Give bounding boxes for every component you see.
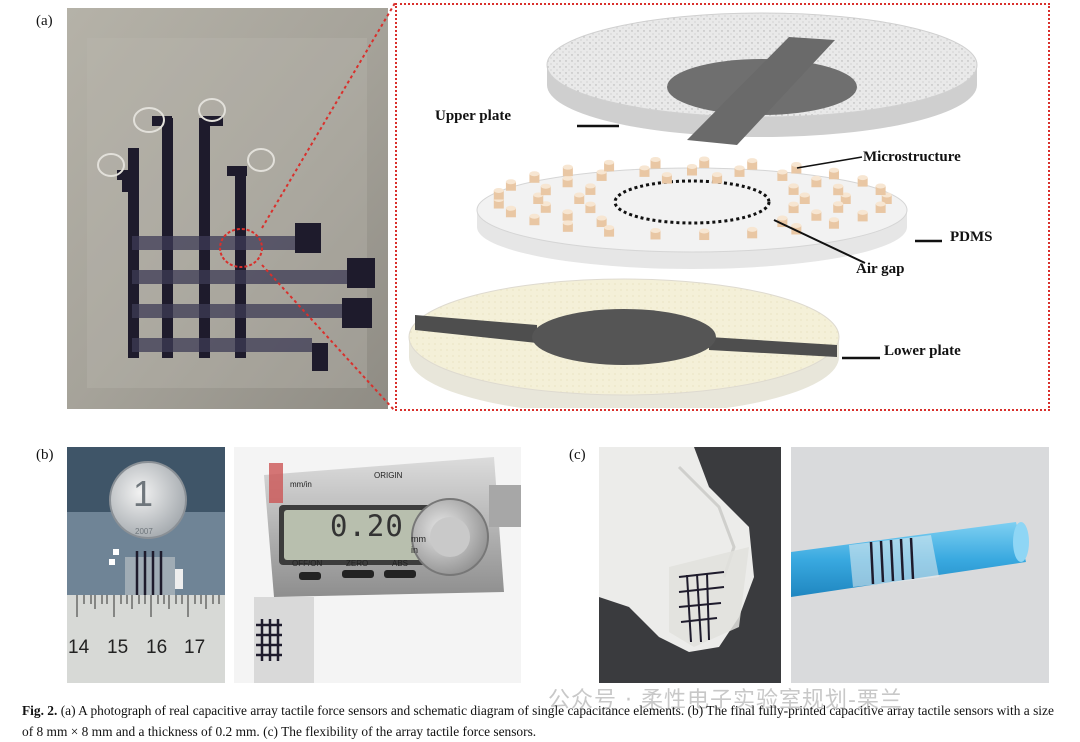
microstructure-pillar [828,167,839,180]
capacitor-schematic [408,12,978,415]
sensor-on-tube-photo [791,447,1049,683]
microstructure-pillar [699,156,710,168]
microstructure-pillars [493,156,892,241]
microstructure-pillar [788,201,799,214]
figure-caption: Fig. 2. (a) A photograph of real capacit… [22,700,1067,742]
microstructure-pillar [596,215,607,228]
upper-plate-disc [546,12,978,145]
ruler-number-16: 16 [146,637,168,658]
panel-c-letter: (c) [569,447,586,463]
pdms-disc [476,167,908,269]
microstructure-pillar [791,162,802,174]
microstructure-pillar [562,220,573,232]
microstructure-pillar [799,192,810,204]
microstructure-pillar [747,226,758,239]
coin-value: 1 [133,473,154,514]
microstructure-pillar [699,228,710,241]
microstructure-pillar [747,158,758,170]
microstructure-pillar [828,217,839,229]
microstructure-pillar [639,165,650,177]
lower-plate-label: Lower plate [884,343,961,359]
air-gap-label: Air gap [856,261,905,277]
coin-ruler-photo: 1 2007 14 15 16 17 [67,447,225,683]
microstructure-pillar [650,157,661,169]
microstructure-pillar [529,171,540,183]
microstructure-pillar [833,183,844,196]
caliper-reading: 0.20 [330,509,404,543]
caliper-abs-label: ABS [392,559,409,568]
microstructure-pillar [811,175,822,188]
ruler-number-15: 15 [107,637,129,658]
microstructure-pillar [687,164,697,176]
pdms-label: PDMS [950,229,993,245]
microstructure-pillar [734,165,745,177]
microstructure-pillar [712,172,723,184]
schematic-zoom-box: Upper plate Microstructure PDMS Air gap … [395,3,1050,415]
caliper-off-on-label: OFF/ON [292,559,323,568]
microstructure-pillar [777,215,788,228]
caliper-zero-label: ZERO [346,559,369,568]
coin-year: 2007 [135,527,153,536]
microstructure-pillar [840,192,851,204]
caliper-photo: 0.20 mm in ORIGIN mm/in OFF/ON ZERO ABS [234,447,521,683]
microstructure-pillar [533,192,544,204]
microstructure-pillar [650,227,661,240]
caliper-mm-in-label: mm/in [290,480,312,489]
microstructure-pillar [875,201,886,213]
microstructure-pillar [562,164,573,177]
microstructure-pillar [562,209,573,221]
microstructure-pillar [604,159,615,172]
ruler-number-17: 17 [184,637,206,658]
figure-number: Fig. 2. [22,703,58,718]
microstructure-label: Microstructure [863,149,961,165]
microstructure-pillar [788,183,799,195]
microstructure-pillar [493,187,504,200]
microstructure-pillar [529,213,540,226]
microstructure-pillar [661,172,672,184]
caliper-origin-label: ORIGIN [374,471,403,480]
microstructure-pillar [505,179,516,191]
microstructure-pillar [574,192,585,204]
microstructure-pillar [777,169,788,181]
microstructure-pillar [540,183,551,196]
microstructure-pillar [540,201,551,213]
panel-b-letter: (b) [36,447,54,463]
microstructure-pillar [833,201,844,213]
microstructure-pillar [857,209,868,222]
ruler-number-14: 14 [68,637,90,658]
microstructure-pillar [604,225,615,237]
gloved-hand-bending-photo [599,447,781,683]
upper-plate-label: Upper plate [435,108,511,124]
microstructure-pillar [562,175,573,188]
panel-a-letter: (a) [36,13,53,29]
microstructure-pillar [811,209,822,221]
watermark-text: 公众号 · 柔性电子实验室规划-栗兰 [548,688,903,713]
microstructure-pillar [585,183,596,195]
figure-caption-text: (a) A photograph of real capacitive arra… [22,703,1054,739]
microstructure-pillar [857,175,868,187]
microstructure-pillar [585,201,596,214]
microstructure-pillar [875,183,886,196]
caliper-unit-in: in [411,545,419,555]
caliper-unit-mm: mm [411,534,426,544]
sensor-array-photo [67,8,388,409]
lower-plate-disc [408,278,840,415]
microstructure-pillar [505,205,516,218]
